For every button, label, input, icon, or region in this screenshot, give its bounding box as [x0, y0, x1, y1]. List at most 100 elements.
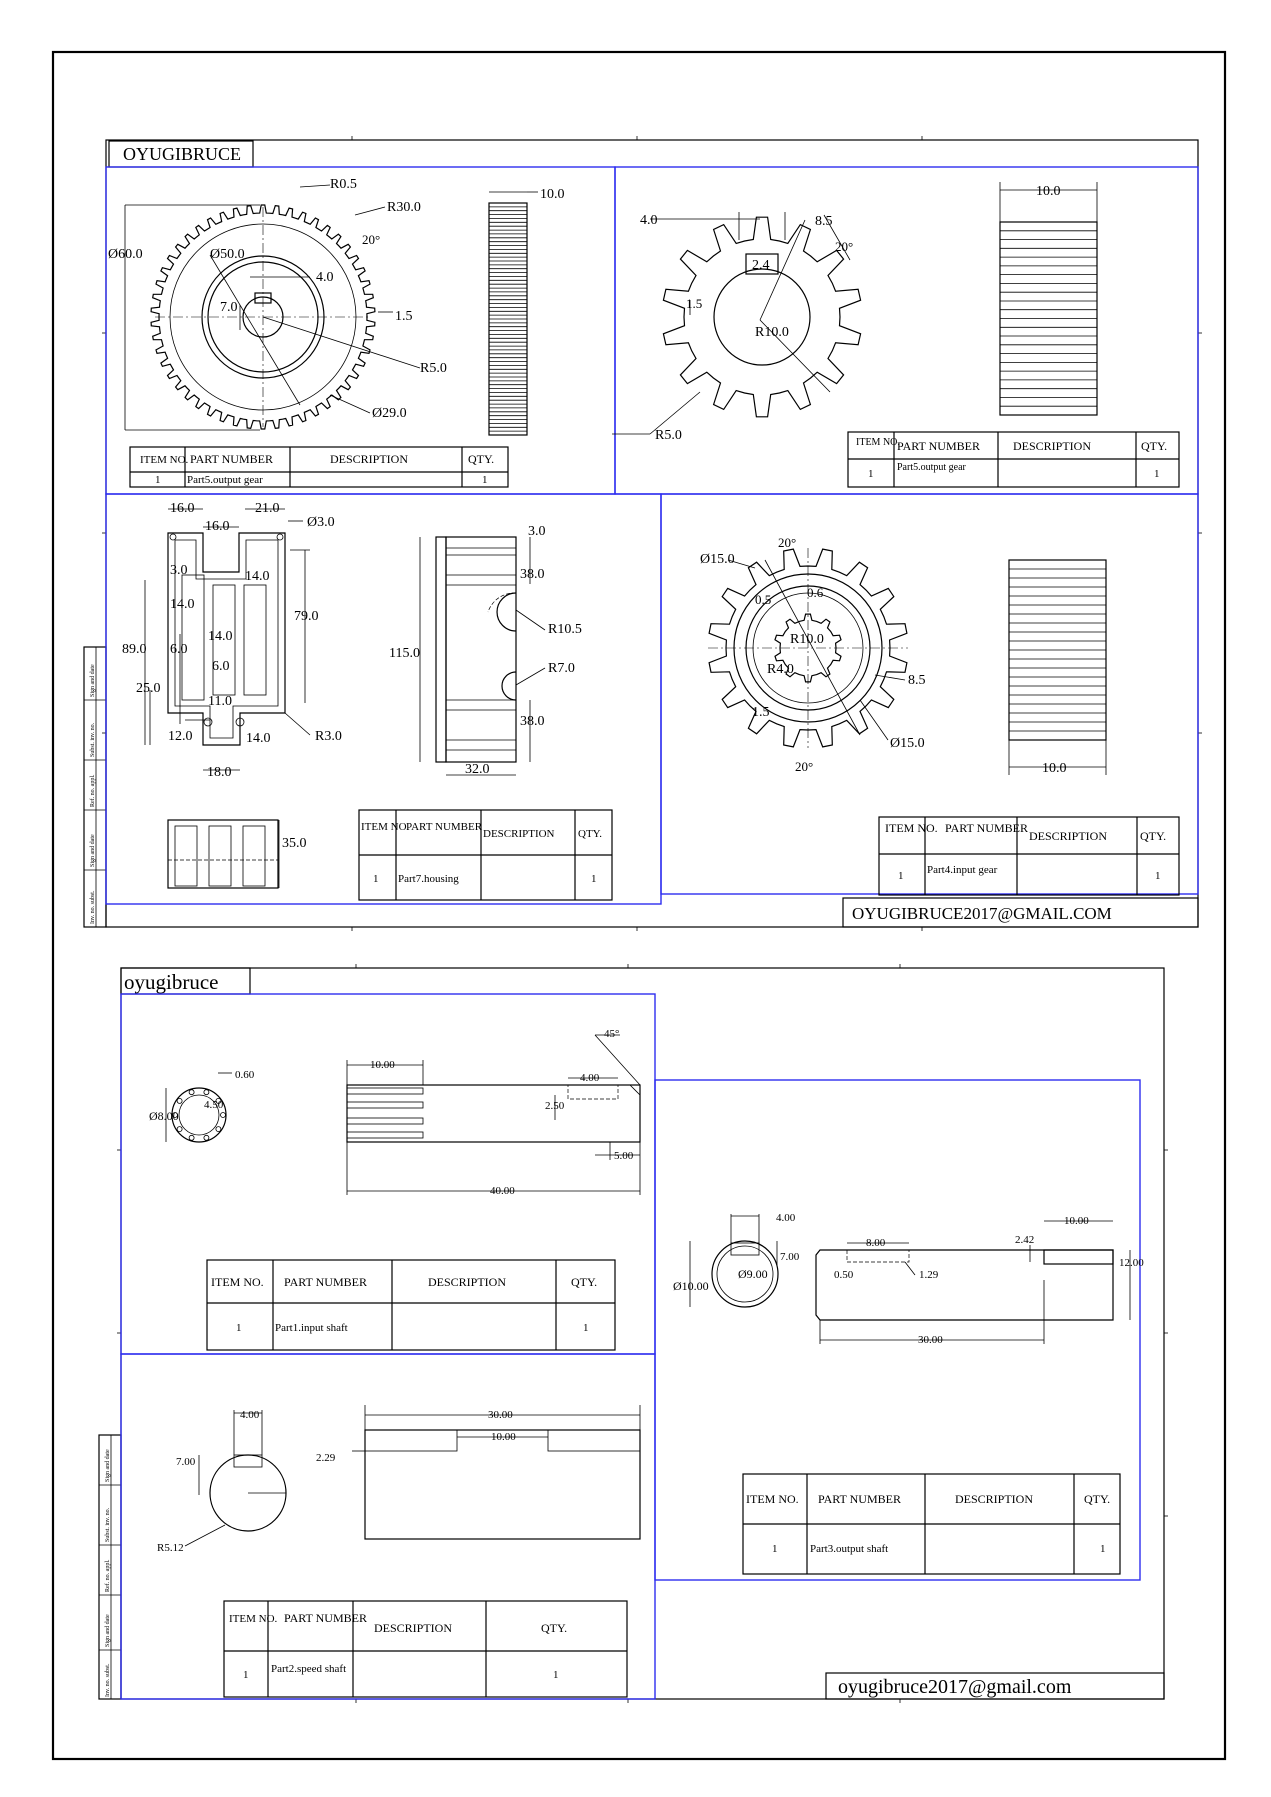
bom-header: DESCRIPTION [483, 828, 555, 840]
dim-label: 40.00 [490, 1185, 515, 1197]
bom-header: QTY. [571, 1275, 597, 1289]
dim-label: 20° [795, 759, 813, 774]
sheet2-email-box [825, 1672, 1165, 1700]
dim-label: 10.00 [491, 1431, 516, 1443]
strip-label: Ref. no. appl. [89, 774, 96, 807]
bom-cell: 1 [898, 870, 904, 882]
dim-label: 32.0 [465, 762, 490, 777]
bom-table-input-shaft: ITEM NO. PART NUMBER DESCRIPTION QTY. 1 … [206, 1259, 616, 1351]
dim-label: 2.50 [545, 1100, 565, 1112]
sheet1-author-label: OYUGIBRUCE [123, 144, 241, 164]
input-gear-side-view: 10.0 [1008, 559, 1107, 776]
dim-label: 3.0 [528, 524, 546, 539]
dim-label: 0.50 [834, 1269, 854, 1281]
dim-label: 4.00 [776, 1212, 796, 1224]
bom-header: ITEM NO. [211, 1275, 264, 1289]
dim-label: R7.0 [548, 661, 575, 676]
dim-label: R10.0 [790, 632, 824, 647]
bom-header: ITEM NO. [856, 437, 900, 448]
dim-label: 11.0 [208, 694, 232, 709]
dim-label: 10.0 [1036, 184, 1061, 199]
dim-label: 0.5 [755, 592, 771, 607]
bom-cell: 1 [583, 1322, 589, 1334]
bom-header: QTY. [541, 1621, 567, 1635]
bom-cell: 1 [482, 474, 488, 486]
dim-label: R5.0 [420, 361, 447, 376]
dim-label: 5.00 [614, 1150, 634, 1162]
dim-label: 2.4 [752, 258, 770, 273]
input-shaft-view: 0.60 4.50 Ø8.00 10.00 45° 4.00 [149, 1028, 641, 1351]
spline-tooth [215, 1126, 222, 1132]
bom-header: PART NUMBER [818, 1492, 901, 1506]
dim-label: 14.0 [246, 731, 271, 746]
dim-label: 4.50 [204, 1099, 224, 1111]
dim-label: 38.0 [520, 567, 545, 582]
output-gear-detail-side-view: 10.0 [999, 182, 1098, 416]
housing-view: 16.0 16.0 21.0 Ø3.0 3.0 14.0 14.0 79.0 8… [122, 501, 613, 901]
bom-header: DESCRIPTION [1013, 439, 1091, 453]
spline-tooth [188, 1134, 195, 1141]
bom-header: DESCRIPTION [1029, 829, 1107, 843]
dim-label: 35.0 [282, 836, 307, 851]
dim-label: 4.00 [580, 1072, 600, 1084]
bom-header: ITEM NO. [746, 1492, 799, 1506]
spline-tooth [220, 1112, 226, 1118]
spline-tooth [188, 1089, 195, 1096]
dim-label: 1.5 [686, 296, 702, 311]
strip-label: Inv. no. subst. [90, 890, 96, 924]
dim-label: 38.0 [520, 714, 545, 729]
spline-tooth [176, 1126, 183, 1132]
dim-label: 12.0 [168, 729, 193, 744]
dim-label: R5.0 [655, 428, 682, 443]
dim-label: 8.00 [866, 1237, 886, 1249]
dim-label: 6.0 [212, 659, 230, 674]
dim-label: 8.5 [908, 673, 926, 688]
strip-label: Subst. inv. no. [90, 722, 96, 757]
bom-cell: Part7.housing [398, 873, 459, 885]
dim-label: Ø29.0 [372, 406, 407, 421]
bom-cell: 1 [591, 873, 597, 885]
dim-label: R3.0 [315, 729, 342, 744]
dim-label: Ø15.0 [890, 736, 925, 751]
dim-label: 12.00 [1119, 1257, 1144, 1269]
input-gear-view: Ø15.0 20° 0.5 0.6 R10.0 R4.0 8.5 1.5 Ø15… [700, 535, 1180, 896]
page-border [51, 50, 1227, 1761]
bom-header: ITEM NO. [140, 454, 189, 466]
bom-header: QTY. [1140, 829, 1166, 843]
output-gear-side-view: 10.0 [488, 187, 565, 436]
bom-header: DESCRIPTION [428, 1275, 506, 1289]
dim-label: 10.00 [370, 1059, 395, 1071]
bom-table-output-shaft: ITEM NO. PART NUMBER DESCRIPTION QTY. 1 … [742, 1473, 1121, 1575]
spline-tooth [215, 1098, 222, 1104]
sheet1-email: OYUGIBRUCE2017@GMAIL.COM [852, 904, 1112, 923]
bom-header: ITEM NO. [229, 1613, 278, 1625]
bom-header: QTY. [578, 828, 602, 840]
strip-label: Subst. inv. no. [105, 1507, 111, 1542]
dim-label: 4.00 [240, 1409, 260, 1421]
bom-header: PART NUMBER [284, 1275, 367, 1289]
spline-tooth [203, 1134, 210, 1141]
bom-header: ITEM NO. [885, 821, 938, 835]
bom-cell: Part3.output shaft [810, 1543, 888, 1555]
sheet2-side-strip: Sign and date Subst. inv. no. Ref. no. a… [98, 1434, 122, 1700]
spline-tooth [176, 1098, 183, 1104]
dim-label: 0.6 [807, 585, 824, 600]
dim-label: 30.00 [488, 1409, 513, 1421]
strip-label: Sign and date [105, 1614, 111, 1647]
bom-cell: 1 [1154, 468, 1160, 480]
sheet2-author-label: oyugibruce [124, 970, 218, 994]
dim-label: 21.0 [255, 501, 280, 516]
dim-label: Ø15.0 [700, 552, 735, 567]
dim-label: 0.60 [235, 1069, 255, 1081]
dim-label: Ø8.00 [149, 1109, 179, 1123]
dim-label: Ø60.0 [108, 247, 143, 262]
bom-cell: 1 [155, 474, 161, 486]
bom-cell: 1 [553, 1669, 559, 1681]
dim-label: 20° [778, 535, 796, 550]
dim-label: 30.00 [918, 1334, 943, 1346]
bom-cell: 1 [373, 873, 379, 885]
bom-cell: 1 [868, 468, 874, 480]
bom-cell: Part5.output gear [187, 474, 263, 486]
bom-cell: 1 [772, 1543, 778, 1555]
strip-label: Ref. no. appl. [104, 1559, 111, 1592]
